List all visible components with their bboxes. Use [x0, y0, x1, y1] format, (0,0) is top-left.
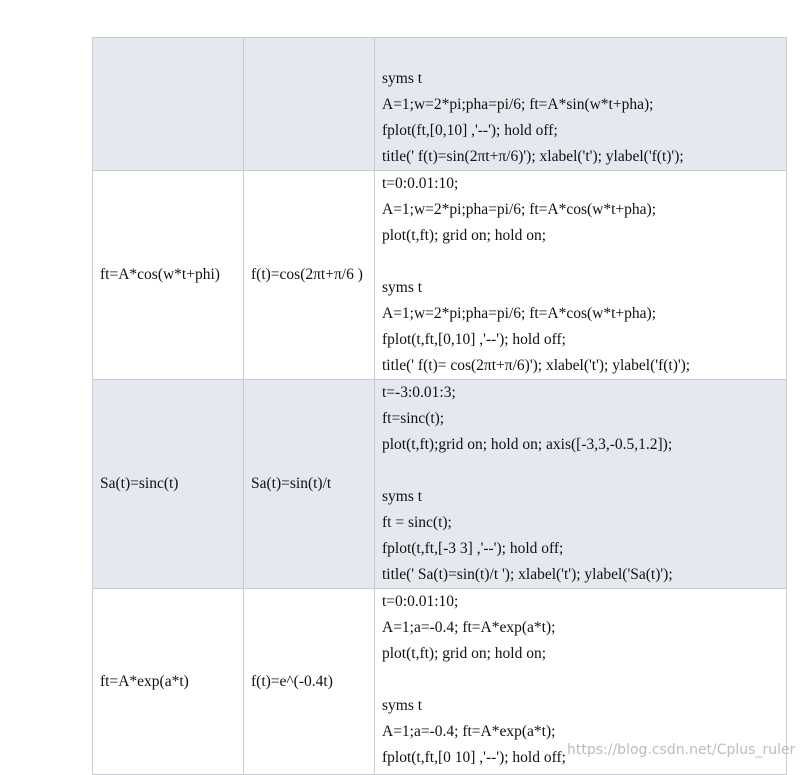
code-line: syms t [382, 70, 423, 87]
code-line: A=1;w=2*pi;pha=pi/6; ft=A*sin(w*t+pha); [382, 96, 654, 113]
code-line: fplot(t,ft,[-3 3] ,'--'); hold off; [382, 540, 564, 557]
code-cell: t=-3:0.01:3; ft=sinc(t); plot(t,ft);grid… [374, 379, 787, 589]
code-line: A=1;a=-0.4; ft=A*exp(a*t); [382, 619, 556, 636]
formula-cell: Sa(t)=sin(t)/t [243, 379, 375, 589]
code-line: title(' Sa(t)=sin(t)/t '); xlabel('t'); … [382, 566, 673, 583]
code-line: A=1;a=-0.4; ft=A*exp(a*t); [382, 723, 556, 740]
code-line: fplot(ft,[0,10] ,'--'); hold off; [382, 122, 558, 139]
watermark-text: https://blog.csdn.net/Cplus_ruler [567, 742, 796, 758]
expression-cell: ft=A*cos(w*t+phi) [92, 170, 244, 380]
formula-cell [243, 37, 375, 171]
table-row: syms t A=1;w=2*pi;pha=pi/6; ft=A*sin(w*t… [92, 37, 787, 171]
code-line: A=1;w=2*pi;pha=pi/6; ft=A*cos(w*t+pha); [382, 305, 657, 322]
code-line: syms t [382, 279, 423, 296]
code-line: fplot(t,ft,[0 10] ,'--'); hold off; [382, 749, 566, 766]
code-line: t=0:0.01:10; [382, 175, 459, 192]
code-line: plot(t,ft);grid on; hold on; axis([-3,3,… [382, 436, 673, 453]
code-line: title(' f(t)= cos(2πt+π/6)'); xlabel('t'… [382, 357, 691, 374]
code-line [382, 458, 786, 484]
expression-cell: Sa(t)=sinc(t) [92, 379, 244, 589]
table-row: ft=A*cos(w*t+phi) f(t)=cos(2πt+π/6 ) t=0… [92, 170, 787, 380]
code-line: t=-3:0.01:3; [382, 384, 456, 401]
formula-cell: f(t)=e^(-0.4t) [243, 588, 375, 775]
code-line: syms t [382, 697, 423, 714]
code-line [382, 667, 786, 693]
code-line: A=1;w=2*pi;pha=pi/6; ft=A*cos(w*t+pha); [382, 201, 657, 218]
code-line: title(' f(t)=sin(2πt+π/6)'); xlabel('t')… [382, 148, 684, 165]
code-line: plot(t,ft); grid on; hold on; [382, 645, 547, 662]
code-line: plot(t,ft); grid on; hold on; [382, 227, 547, 244]
code-line: fplot(t,ft,[0,10] ,'--'); hold off; [382, 331, 566, 348]
code-cell: t=0:0.01:10; A=1;a=-0.4; ft=A*exp(a*t); … [374, 588, 787, 775]
code-line: ft = sinc(t); [382, 514, 452, 531]
code-table: syms t A=1;w=2*pi;pha=pi/6; ft=A*sin(w*t… [92, 37, 787, 775]
code-line: t=0:0.01:10; [382, 593, 459, 610]
table-row: ft=A*exp(a*t) f(t)=e^(-0.4t) t=0:0.01:10… [92, 588, 787, 775]
table-row: Sa(t)=sinc(t) Sa(t)=sin(t)/t t=-3:0.01:3… [92, 379, 787, 589]
code-line: ft=sinc(t); [382, 410, 445, 427]
formula-cell: f(t)=cos(2πt+π/6 ) [243, 170, 375, 380]
expression-cell [92, 37, 244, 171]
code-cell: syms t A=1;w=2*pi;pha=pi/6; ft=A*sin(w*t… [374, 37, 787, 171]
expression-cell: ft=A*exp(a*t) [92, 588, 244, 775]
code-line: syms t [382, 488, 423, 505]
code-line [382, 249, 786, 275]
code-cell: t=0:0.01:10; A=1;w=2*pi;pha=pi/6; ft=A*c… [374, 170, 787, 380]
